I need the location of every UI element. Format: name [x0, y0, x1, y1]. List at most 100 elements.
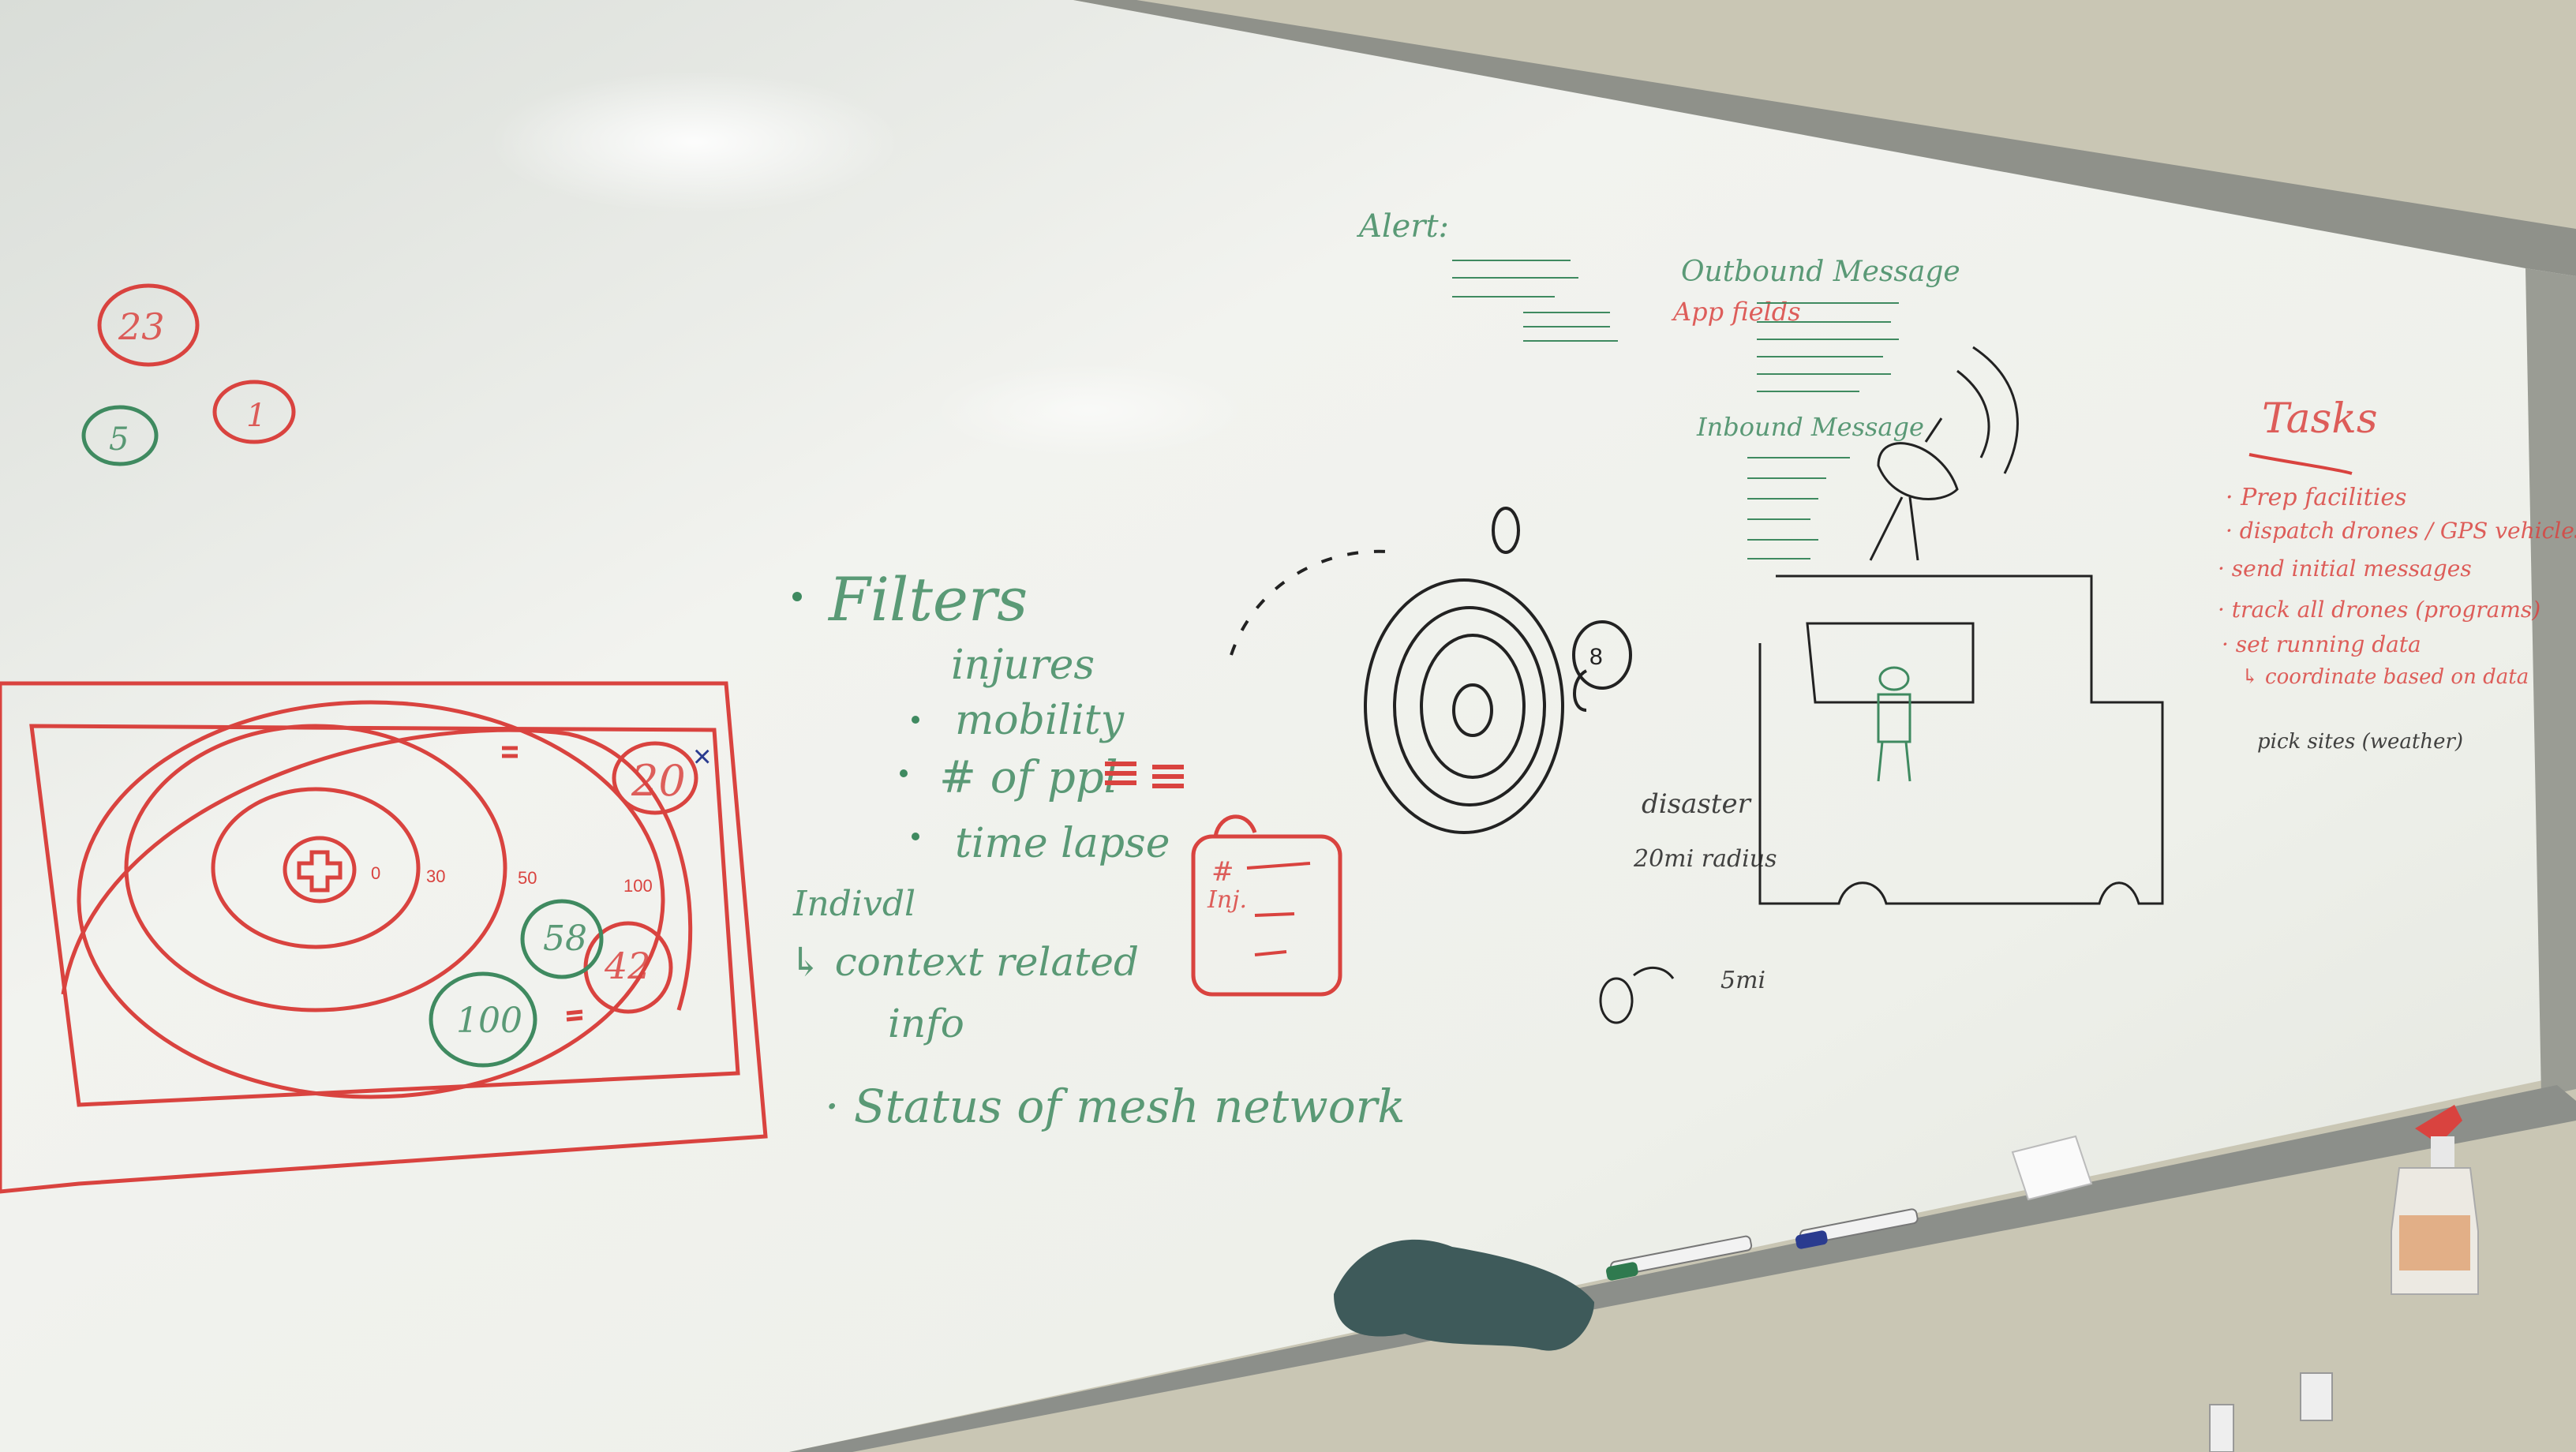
- filter-item-4: time lapse: [955, 820, 1170, 867]
- target-ring-1: [1364, 578, 1564, 834]
- target-ring-4: [1452, 683, 1493, 737]
- ring-mark-100: 100: [623, 876, 653, 896]
- map-sketch: [0, 681, 768, 1194]
- note-card-tab: [1213, 814, 1257, 837]
- outbound-scribble: [1757, 302, 1899, 392]
- task-item-1: · Prep facilities: [2226, 484, 2406, 511]
- filter-bullet-4: [912, 833, 919, 840]
- signal-arc-2: [1972, 346, 2019, 474]
- messages-block: Alert: Outbound Message App fields Inbou…: [1356, 208, 1960, 559]
- cross-circle: [283, 836, 357, 904]
- cluster-label-b: 58: [543, 919, 587, 959]
- markers: [1606, 1208, 1919, 1281]
- light-glare: [489, 71, 900, 213]
- eraser-block: [2011, 1135, 2093, 1201]
- tasks-title: Tasks: [2262, 395, 2378, 443]
- left-badges: 23 1 5: [81, 283, 296, 466]
- cluster-x-mark: ×: [693, 739, 711, 774]
- spray-bottle: [2391, 1105, 2479, 1295]
- cluster-label-a: 20: [631, 756, 686, 806]
- dish-mast: [1869, 417, 1943, 561]
- eraser-cloth: [1334, 1239, 1594, 1351]
- badge-text-b: 1: [246, 398, 266, 434]
- filters-list: Filters injures mobility # of ppl time l…: [789, 564, 1405, 1133]
- dish-sketch: [1877, 442, 1959, 500]
- mesh-status-label: · Status of mesh network: [825, 1080, 1405, 1133]
- target-arrow: [1573, 669, 1588, 712]
- badge-text-c: 5: [109, 421, 129, 458]
- filter-item-3: # of ppl: [939, 752, 1118, 803]
- wall-outlets: [2209, 1372, 2333, 1452]
- map-labels: 0 30 50 100 20 × 58 42 100: [371, 739, 711, 1041]
- task-item-2: · dispatch drones / GPS vehicles: [2226, 518, 2576, 544]
- task-item-4: · track all drones (programs): [2218, 597, 2540, 623]
- small-arrow: [1633, 967, 1675, 979]
- cluster-circle-d: [429, 971, 537, 1068]
- alert-title: Alert:: [1356, 208, 1449, 245]
- tasks-underline: [2248, 453, 2353, 475]
- filter-bullet-3: [900, 769, 908, 777]
- ring-mark-50: 50: [518, 868, 537, 888]
- inner-room: [1806, 622, 1975, 704]
- task-item-6: ↳ coordinate based on data: [2241, 665, 2529, 689]
- map-tick: [566, 1016, 583, 1022]
- cross-icon: [297, 850, 343, 893]
- map-green-clusters: [429, 899, 604, 1068]
- target-side-circle: [1572, 620, 1632, 690]
- target-sketch: [1230, 507, 1632, 834]
- ring-mark-0: 0: [371, 863, 380, 883]
- cluster-label-c: 42: [604, 945, 651, 987]
- task-item-5: · set running data: [2222, 631, 2421, 657]
- building-outline: [1758, 574, 2164, 905]
- context-label: ↳ context related: [789, 939, 1139, 985]
- target-top-circle: [1492, 507, 1520, 554]
- cluster-circle-b: [520, 899, 604, 979]
- ppl-red-marks: [1105, 762, 1184, 788]
- filter-item-1: injures: [951, 642, 1095, 689]
- map-ring-4: [61, 728, 693, 1011]
- figure-sketch: [1877, 666, 1911, 782]
- map-ring-3: [77, 700, 665, 1099]
- target-ring-3: [1420, 634, 1526, 779]
- filters-title: Filters: [827, 564, 1028, 634]
- small-circle-note: [1599, 977, 1634, 1024]
- board-right-frame: [2525, 268, 2576, 1097]
- badge-circle-c: [81, 405, 159, 466]
- task-item-3: · send initial messages: [2218, 556, 2472, 582]
- target-side-number: 8: [1589, 644, 1603, 670]
- building-sketch: [1758, 346, 2164, 905]
- radius-label: 20mi radius: [1633, 845, 1777, 873]
- task-item-7: pick sites (weather): [2257, 730, 2463, 754]
- map-ring-1: [211, 787, 421, 949]
- inbound-title: Inbound Message: [1696, 412, 1924, 442]
- ring-mark-30: 30: [426, 866, 445, 886]
- badge-circle-a: [97, 283, 200, 367]
- cluster-circle-a: [612, 741, 698, 815]
- cluster-label-d: 100: [456, 1001, 522, 1041]
- board-top-frame: [1073, 0, 2576, 276]
- inbound-scribble: [1747, 457, 1850, 559]
- five-mi-label: 5mi: [1720, 967, 1765, 994]
- alert-scribble: [1452, 260, 1618, 342]
- filter-item-2: mobility: [955, 697, 1125, 744]
- map-ring-2: [124, 724, 507, 1012]
- note-card-line-a: #: [1211, 856, 1234, 888]
- light-glare: [931, 363, 1247, 458]
- signal-arc-1: [1956, 369, 1990, 458]
- note-card-box: [1191, 834, 1342, 997]
- disaster-label: disaster: [1642, 788, 1752, 820]
- dashed-arc: [1230, 549, 1398, 656]
- badge-circle-b: [212, 380, 296, 444]
- marker-cap-green: [1606, 1262, 1638, 1281]
- target-ring-2: [1393, 606, 1546, 806]
- map-tick: [566, 1009, 583, 1016]
- radius-notes: disaster 20mi radius 5mi: [1599, 788, 1777, 1024]
- filter-bullet-2: [912, 716, 919, 724]
- info-label: info: [888, 1001, 964, 1046]
- map-outer-frame: [0, 681, 768, 1194]
- marker-cap-blue: [1795, 1230, 1828, 1249]
- note-card: # Inj.: [1191, 814, 1342, 997]
- outbound-title: Outbound Message: [1681, 256, 1960, 288]
